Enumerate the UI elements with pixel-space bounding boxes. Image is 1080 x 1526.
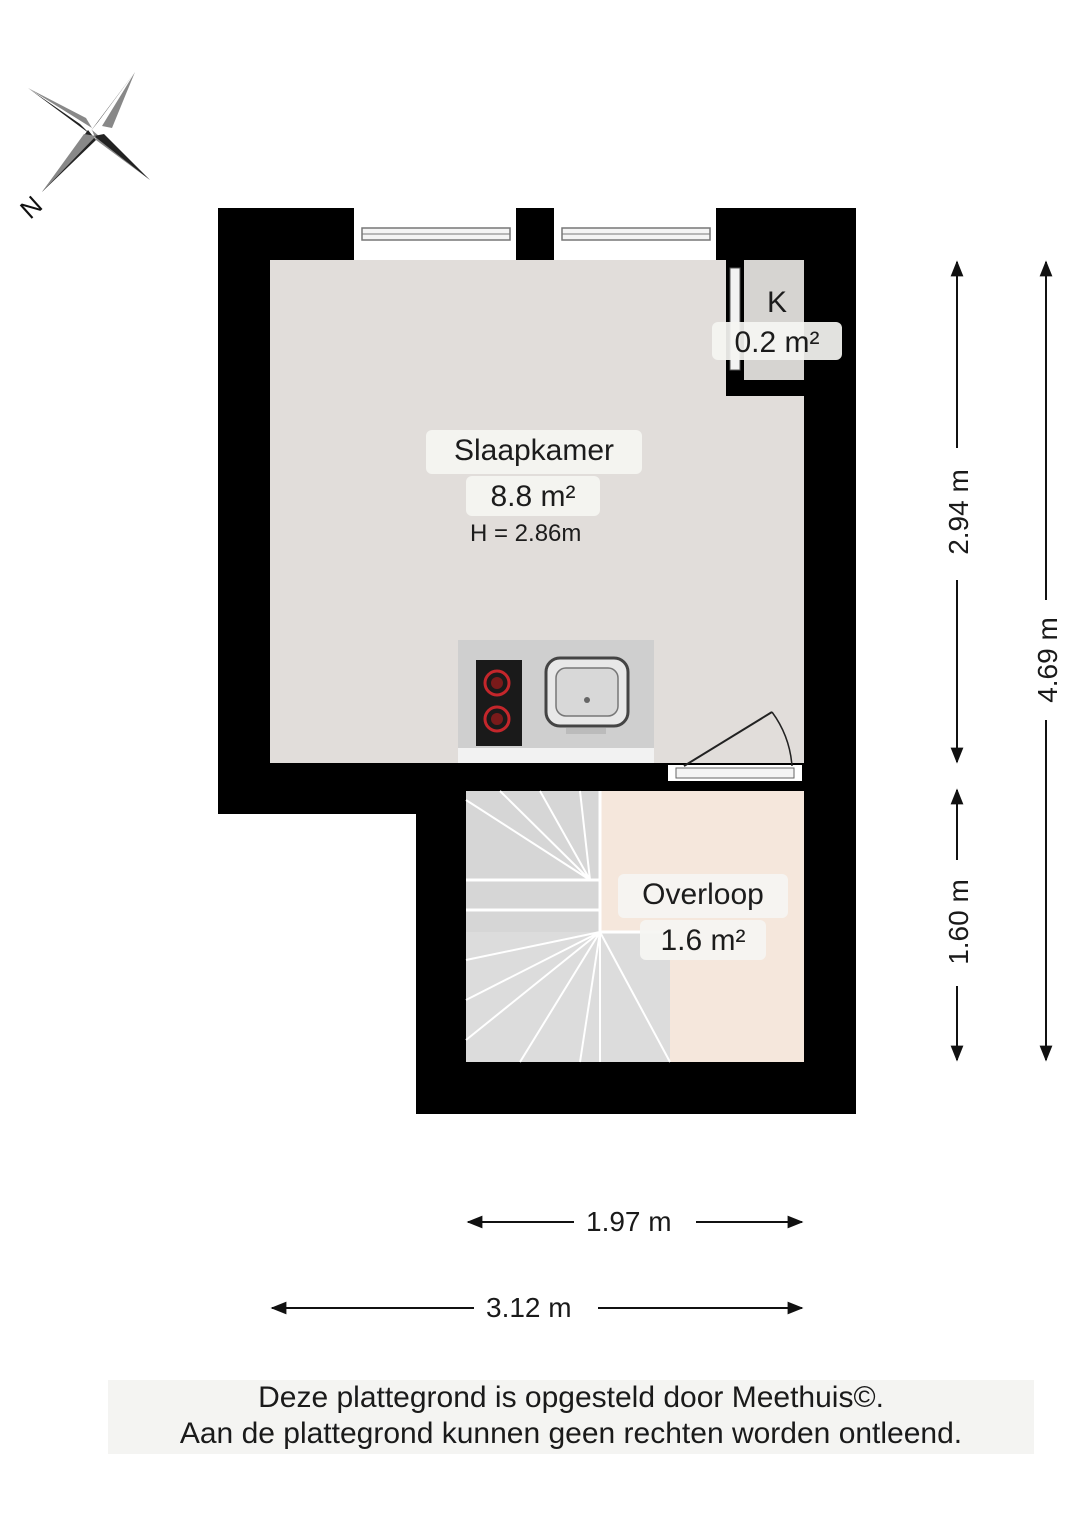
- kast-name: K: [766, 286, 787, 319]
- overloop-name-label: Overloop: [618, 874, 788, 918]
- door-overloop: [668, 711, 802, 781]
- slaapkamer-area: 8.8 m²: [490, 480, 576, 513]
- dim-text-height-upper: 2.94 m: [943, 461, 974, 563]
- window-left: [354, 208, 516, 260]
- slaapkamer-name: Slaapkamer: [453, 434, 615, 467]
- window-right: [554, 208, 716, 260]
- dim-text-height-lower: 1.60 m: [943, 871, 974, 973]
- overloop-area-label: 1.6 m²: [640, 920, 766, 960]
- disclaimer-line-1: Deze plattegrond is opgesteld door Meeth…: [258, 1381, 884, 1414]
- kast-name-label: K: [752, 282, 802, 320]
- slaapkamer-height: H = 2.86m: [470, 520, 582, 547]
- kast-door: [729, 267, 741, 371]
- kitchen-counter: [458, 640, 654, 763]
- compass-rose-icon: [28, 72, 150, 192]
- room-kast: [744, 260, 804, 380]
- disclaimer-line-2: Aan de plattegrond kunnen geen rechten w…: [179, 1417, 963, 1450]
- dim-text-width-lower: 1.97 m: [578, 1208, 680, 1236]
- overloop-name: Overloop: [642, 878, 764, 911]
- overloop-area: 1.6 m²: [660, 924, 746, 957]
- slaapkamer-name-label: Slaapkamer: [426, 430, 642, 474]
- dim-text-height-total: 4.69 m: [1032, 609, 1063, 711]
- dim-text-width-total: 3.12 m: [478, 1294, 580, 1322]
- disclaimer: Deze plattegrond is opgesteld door Meeth…: [108, 1380, 1034, 1454]
- kast-wall-bottom: [726, 380, 804, 396]
- slaapkamer-area-label: 8.8 m²: [466, 476, 600, 516]
- kast-area-label: 0.2 m²: [712, 322, 842, 360]
- kast-area: 0.2 m²: [734, 326, 820, 359]
- staircase: [465, 790, 671, 1063]
